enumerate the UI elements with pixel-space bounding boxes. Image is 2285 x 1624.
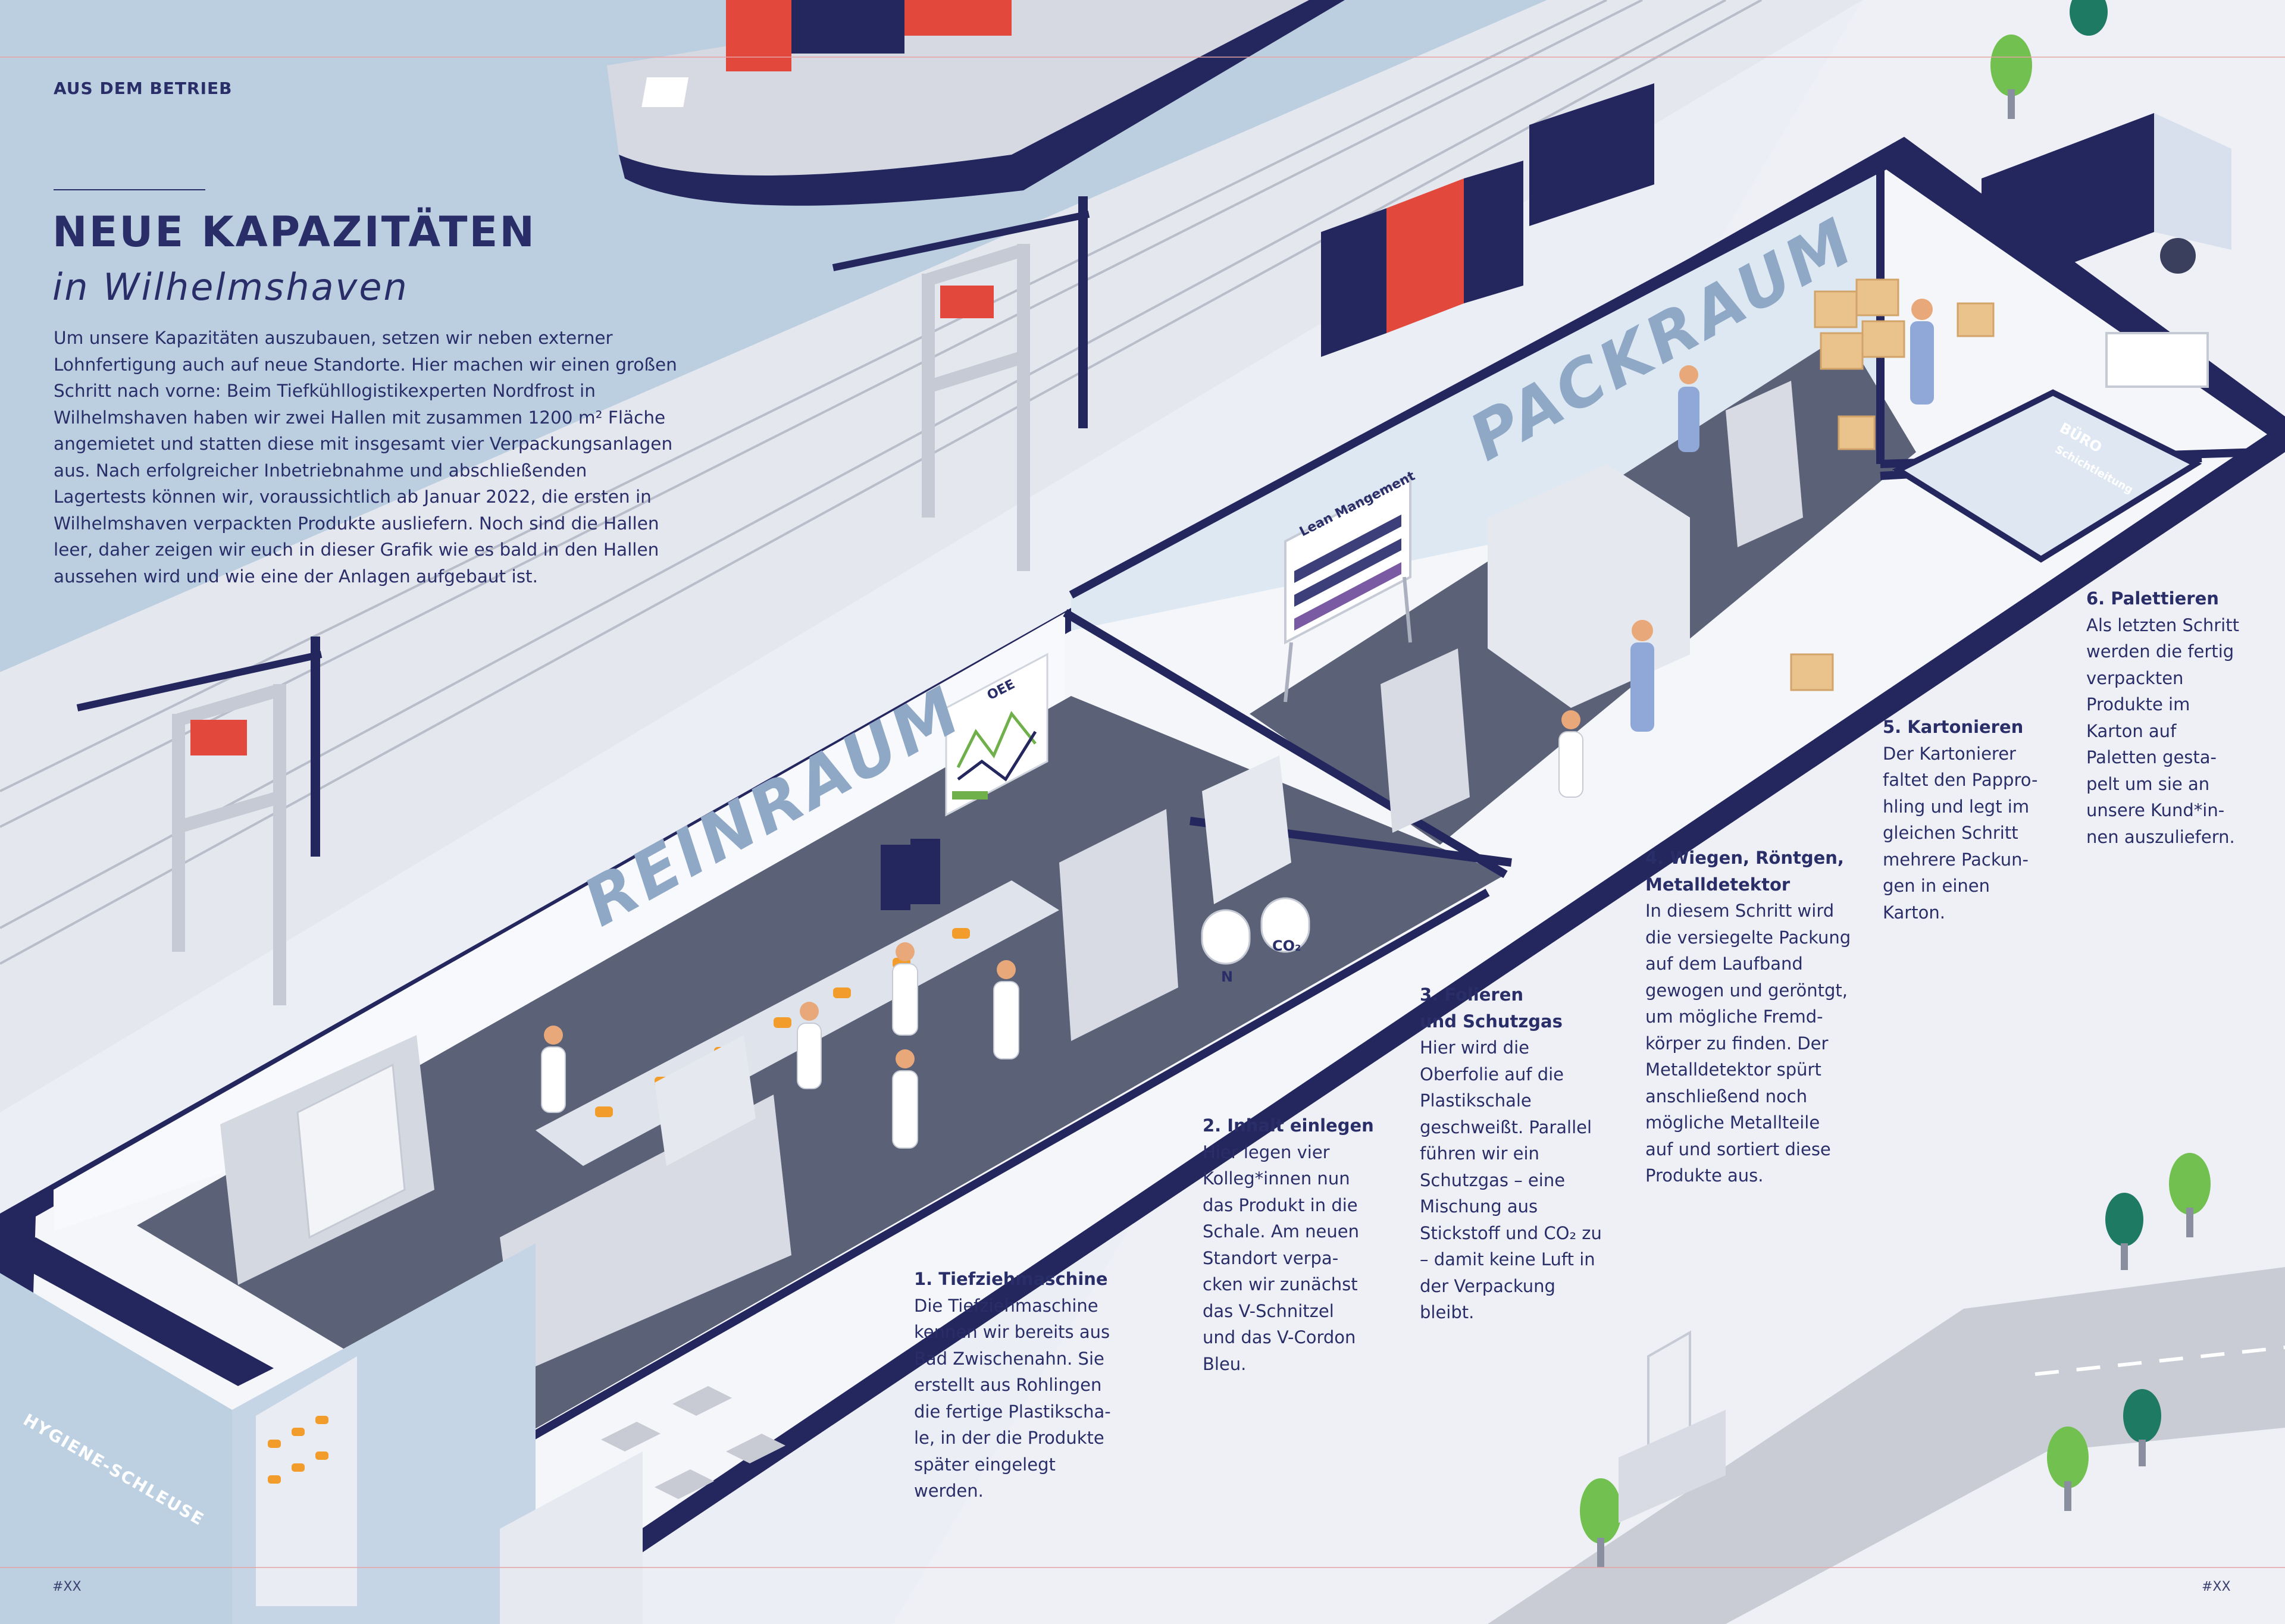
step-4-body: In diesem Schritt wird die versiegelte P… [1645,901,1851,1186]
vent [2105,332,2209,388]
step-2: 2. Inhalt einlegen Hier legen vier Kolle… [1203,1112,1429,1377]
step-4-heading: 4. Wiegen, Röntgen, Metalldetektor [1645,848,1844,895]
hygiene-lock [0,1237,643,1624]
intro-paragraph: Um unsere Kapazitäten auszubauen, setzen… [54,328,677,587]
lean-board [1284,474,1412,703]
trees [1580,0,2211,1567]
step-3-heading: 3. Folieren und Schutzgas [1420,985,1563,1032]
reinraum-back-wall [54,613,1065,1231]
page-subtitle: in Wilhelmshaven [52,265,409,309]
title-rule [54,189,205,190]
step-3: 3. Folieren und Schutzgas Hier wird die … [1420,982,1670,1326]
step-2-heading: 2. Inhalt einlegen [1203,1115,1374,1136]
section-kicker: AUS DEM BETRIEB [54,79,233,98]
step-6-body: Als letzten Schritt werden die fertig ve… [2086,615,2239,847]
step-2-body: Hier legen vier Kolleg*innen nun das Pro… [1203,1142,1359,1374]
page-title: NEUE KAPAZITÄTEN [52,208,536,256]
rails [0,0,1762,965]
co2-label: CO₂ [1272,938,1301,954]
freezer-rack [220,1035,434,1285]
shipping-containers [1321,83,1654,357]
page-number-right: #XX [2202,1579,2231,1594]
step-5-body: Der Kartonierer faltet den Pappro- hling… [1883,743,2038,923]
step-5-heading: 5. Kartonieren [1883,717,2024,737]
cartons [1790,278,1995,691]
step-3-body: Hier wird die Oberfolie auf die Plastiks… [1420,1037,1602,1322]
container-ship [607,0,1345,206]
harbor-crane-1 [832,196,1090,571]
step-4: 4. Wiegen, Röntgen, Metalldetektor In di… [1645,845,1919,1189]
harbor-crane-2 [76,637,323,1005]
oee-board [945,653,1048,817]
step-6-heading: 6. Palettieren [2086,588,2219,609]
office-room [1892,389,2202,563]
floor-hatches [601,1386,785,1499]
step-1: 1. Tiefziehmaschine Die Tiefziehmaschine… [914,1266,1164,1504]
n-label: N [1221,968,1234,985]
packraum-back-wall [1071,173,1880,631]
workers [541,299,1934,1149]
step-1-heading: 1. Tiefziehmaschine [914,1269,1108,1289]
exterior-stairs [1619,1330,1726,1523]
road [1488,1267,2285,1624]
step-6: 6. Palettieren Als letzten Schritt werde… [2086,585,2277,850]
machines-reinraum [500,755,1310,1374]
step-1-body: Die Tiefziehmaschine kennen wir bereits … [914,1295,1111,1501]
step-5: 5. Kartonieren Der Kartonierer faltet de… [1883,714,2097,926]
page-number-left: #XX [52,1579,82,1594]
